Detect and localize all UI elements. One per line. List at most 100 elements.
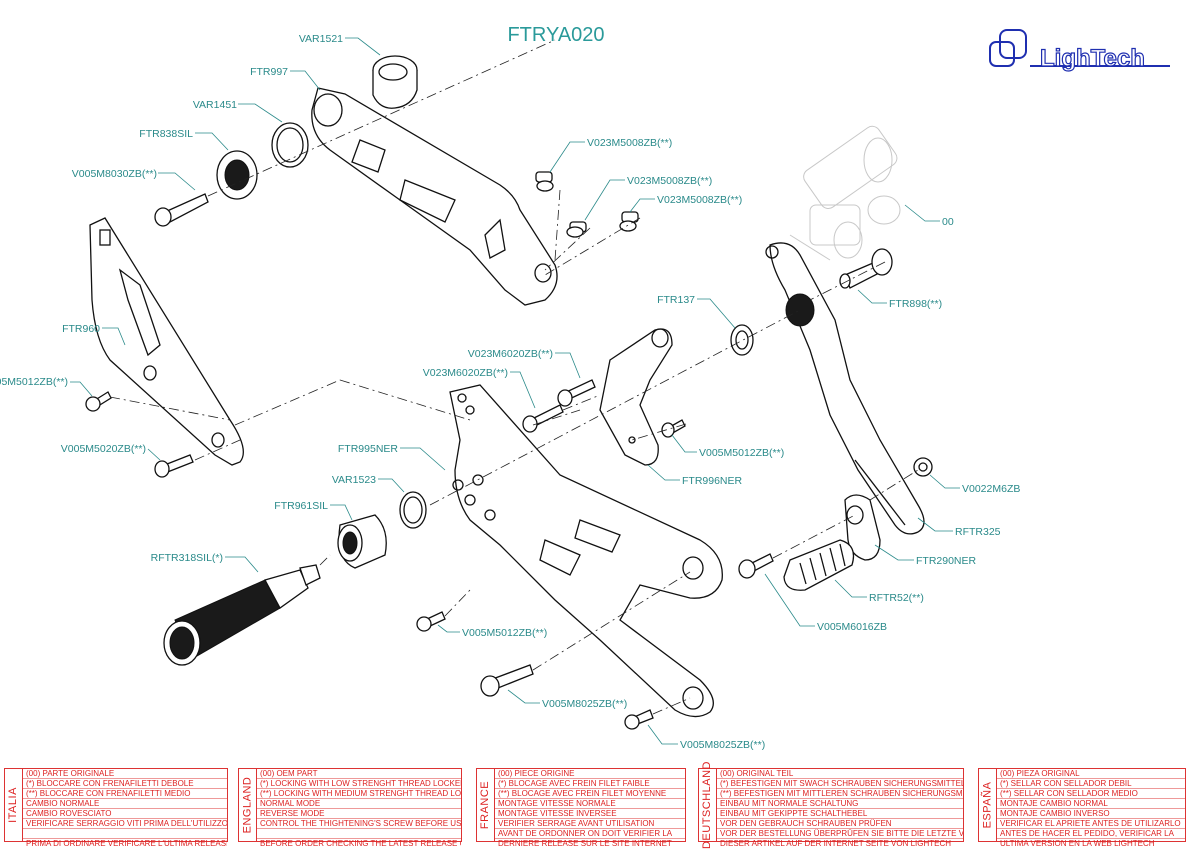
legend-language: FRANCE	[479, 780, 492, 830]
label-var1521: VAR1521	[299, 33, 343, 45]
screw-v005m8025zb-1	[480, 664, 534, 697]
label-ftr137: FTR137	[657, 294, 695, 306]
legend-line: VERIFICARE SERRAGGIO VITI PRIMA DELL'UTI…	[23, 819, 227, 829]
label-v005m8030zb: V005M8030ZB(**)	[72, 168, 157, 180]
legend-line: (**) BLOCCARE CON FRENAFILETTI MEDIO	[23, 789, 227, 799]
screws-v023m6020zb	[522, 379, 596, 433]
screw-v005m5020zb	[154, 454, 194, 478]
nut-v0022m6zb	[913, 457, 933, 477]
legend-line: EINBAU MIT NORMALE SCHALTUNG	[717, 799, 963, 809]
legend-deutschland: DEUTSCHLAND (00) ORIGINAL TEIL (*) BEFES…	[698, 760, 964, 849]
rearset-plate-ftr995ner	[449, 384, 723, 718]
legend-line: (00) PIECE ORIGINE	[495, 769, 685, 779]
legend-line: MONTAGE VITESSE NORMALE	[495, 799, 685, 809]
legend-line: (**) SELLAR CON SELLADOR MEDIO	[997, 789, 1185, 799]
label-oem-part: 00	[942, 216, 954, 228]
label-ftr997: FTR997	[250, 66, 288, 78]
legend-line: NORMAL MODE	[257, 799, 461, 809]
legend-line: MONTAJE CAMBIO NORMAL	[997, 799, 1185, 809]
legend-espana: ESPAÑA (00) PIEZA ORIGINAL (*) SELLAR CO…	[978, 768, 1186, 848]
legend-line: PRIMA DI ORDINARE VERIFICARE L'ULTIMA RE…	[26, 839, 227, 848]
screw-v005m5012zb-mid	[661, 419, 686, 438]
label-rftr318sil: RFTR318SIL(*)	[151, 552, 223, 564]
legend-language: DEUTSCHLAND	[701, 760, 714, 849]
label-ftr996ner: FTR996NER	[682, 475, 743, 487]
oem-part-ghost	[789, 125, 901, 261]
label-var1451: VAR1451	[193, 99, 237, 111]
leader-lines	[70, 37, 960, 745]
legend-line: (*) BLOCAGE AVEC FREIN FILET FAIBLE	[495, 779, 685, 789]
label-ftr961sil: FTR961SIL	[274, 500, 328, 512]
label-ftr995ner: FTR995NER	[338, 443, 399, 455]
legend-line: VOR DER BESTELLUNG ÜBERPRÜFEN SIE BITTE …	[717, 829, 963, 839]
legend-line: (00) OEM PART	[257, 769, 461, 779]
label-v005m5012zb-left: V005M5012ZB(**)	[0, 376, 68, 388]
foot-peg-rftr318sil	[163, 564, 321, 666]
pin-ftr898	[839, 248, 893, 289]
screw-v005m5012zb-bottom	[416, 611, 446, 632]
legend-italia: ITALIA (00) PARTE ORIGINALE (*) BLOCCARE…	[4, 768, 228, 848]
ring-var1451	[271, 122, 309, 168]
label-v023m5008zb-1: V023M5008ZB(**)	[587, 137, 672, 149]
label-v005m5020zb: V005M5020ZB(**)	[61, 443, 146, 455]
screw-v005m8025zb-2	[624, 709, 654, 730]
part-labels: VAR1521 FTR997 VAR1451 FTR838SIL V005M80…	[0, 33, 1020, 751]
legend-line: (00) PIEZA ORIGINAL	[997, 769, 1185, 779]
legend-line: CONTROL THE THIGHTENING'S SCREW BEFORE U…	[257, 819, 461, 829]
assembly-axis-lines	[109, 39, 919, 715]
legend-language: ITALIA	[7, 787, 19, 823]
legend-line: VOR DEN GEBRAUCH SCHRAUBEN PRÜFEN	[717, 819, 963, 829]
legend-line: MONTAGE VITESSE INVERSEE	[495, 809, 685, 819]
legend-line	[257, 829, 461, 839]
legend-line: DIESER ARTIKEL AUF DER INTERNET SEITE VO…	[720, 839, 952, 848]
shift-peg-rftr52	[783, 539, 855, 591]
legend-line: MONTAJE CAMBIO INVERSO	[997, 809, 1185, 819]
brand-name: LighTech	[1040, 45, 1145, 72]
legend-line: (*) LOCKING WITH LOW STRENGHT THREAD LOC…	[257, 779, 461, 789]
legend-line: REVERSE MODE	[257, 809, 461, 819]
screw-v005m5012zb-left	[85, 391, 112, 412]
label-v023m6020zb-2: V023M6020ZB(**)	[423, 367, 508, 379]
lightech-logo: LighTech	[989, 29, 1170, 73]
legend-line: VERIFICAR EL APRIETE ANTES DE UTILIZARLO	[997, 819, 1185, 829]
label-ftr290ner: FTR290NER	[916, 555, 977, 567]
legend-line: (00) ORIGINAL TEIL	[717, 769, 963, 779]
legend-line: (*) BLOCCARE CON FRENAFILETTI DEBOLE	[23, 779, 227, 789]
label-v005m8025zb-1: V005M8025ZB(**)	[542, 698, 627, 710]
legend-line	[23, 829, 227, 839]
legend-line: (**) BEFESTIGEN MIT MITTLEREN SCHRAUBEN …	[717, 789, 963, 799]
legend-line: DERNIERE RELEASE SUR LE SITE INTERNET	[498, 839, 672, 848]
legend-line: EINBAU MIT GEKIPPTE SCHALTHEBEL	[717, 809, 963, 819]
legend-line: AVANT DE ORDONNER ON DOIT VERIFIER LA	[495, 829, 685, 839]
label-ftr898: FTR898(**)	[889, 298, 942, 310]
screws-v023m5008zb	[535, 171, 639, 238]
legend-language: ESPAÑA	[981, 781, 993, 829]
legend-england: ENGLAND (00) OEM PART (*) LOCKING WITH L…	[238, 768, 462, 848]
label-v005m5012zb-bottom: V005M5012ZB(**)	[462, 627, 547, 639]
legend-line: ANTES DE HACER EL PEDIDO, VERIFICAR LA	[997, 829, 1185, 839]
label-rftr52: RFTR52(**)	[869, 592, 924, 604]
heel-guard-ftr960	[89, 217, 244, 466]
legend-line: (*) SELLAR CON SELLADOR DEBIL	[997, 779, 1185, 789]
shift-lever-rftr325	[765, 242, 925, 535]
label-rftr325: RFTR325	[955, 526, 1001, 538]
bushing-var1521	[372, 55, 418, 109]
label-ftr838sil: FTR838SIL	[139, 128, 193, 140]
washer-ftr137	[730, 324, 754, 356]
legend-line: VERIFIER SERRAGE AVANT UTILISATION	[495, 819, 685, 829]
screw-v005m6016zb	[738, 553, 774, 579]
label-ftr960: FTR960	[62, 323, 100, 335]
legend-line: (**) BLOCAGE AVEC FREIN FILET MOYENNE	[495, 789, 685, 799]
label-v005m5012zb-mid: V005M5012ZB(**)	[699, 447, 784, 459]
label-v023m6020zb-1: V023M6020ZB(**)	[468, 348, 553, 360]
bushing-ftr961sil	[337, 514, 387, 569]
ring-var1523	[399, 491, 427, 529]
label-v0022m6zb: V0022M6ZB	[962, 483, 1020, 495]
legend-line: CAMBIO ROVESCIATO	[23, 809, 227, 819]
legend-line: (00) PARTE ORIGINALE	[23, 769, 227, 779]
label-v023m5008zb-2: V023M5008ZB(**)	[627, 175, 712, 187]
label-var1523: VAR1523	[332, 474, 376, 486]
legend-line: BEFORE ORDER CHECKING THE LATEST RELEASE…	[260, 839, 461, 848]
label-v005m6016zb: V005M6016ZB	[817, 621, 887, 633]
